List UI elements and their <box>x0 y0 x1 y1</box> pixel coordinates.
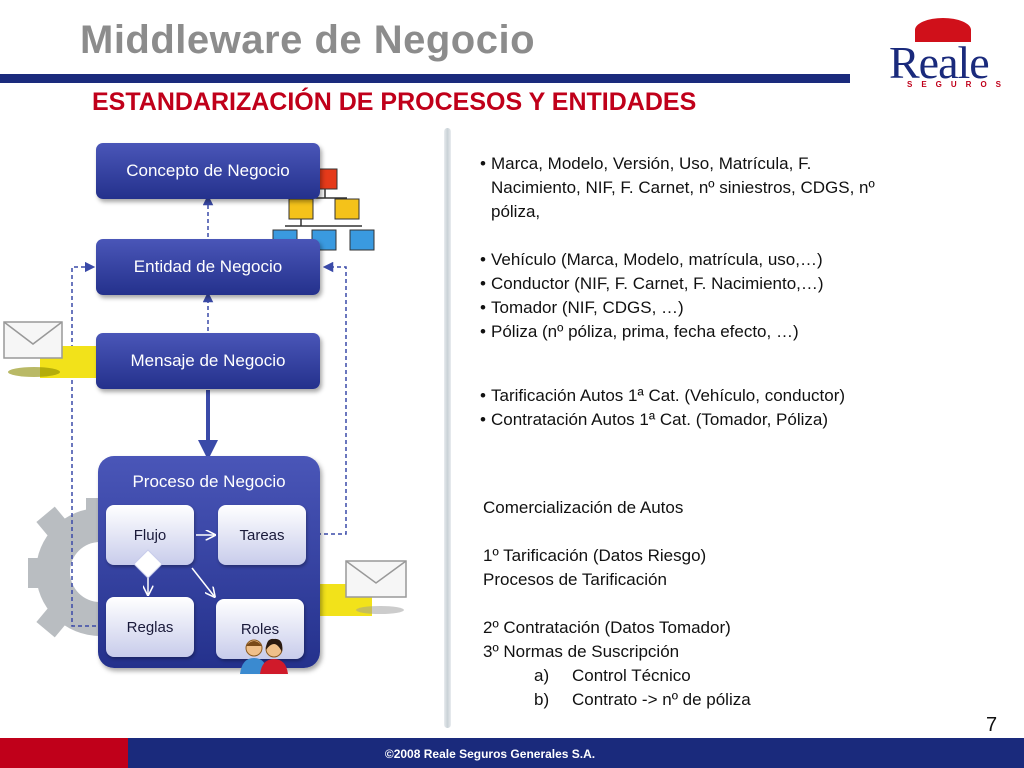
roles-people-icon <box>240 638 288 674</box>
tareas-box: Tareas <box>218 505 306 565</box>
list-item: •Tomador (NIF, CDGS, …) <box>480 298 684 317</box>
page-subtitle: ESTANDARIZACIÓN DE PROCESOS Y ENTIDADES <box>92 88 697 116</box>
sublist-marker: a) <box>534 666 550 685</box>
proceso-step: 2º Contratación (Datos Tomador) <box>483 618 731 637</box>
title-underline-bar <box>0 74 850 83</box>
list-item: •Marca, Modelo, Versión, Uso, Matrícula,… <box>480 154 875 221</box>
proceso-step: 3º Normas de Suscripción <box>483 642 680 661</box>
vertical-divider <box>444 128 451 728</box>
reale-logo: Reale SEGUROS <box>885 18 1003 90</box>
sublist-item: Control Técnico <box>572 666 691 685</box>
process-internal-arrows <box>133 456 320 668</box>
proceso-de-negocio-box: Proceso de Negocio Flujo Tareas Reglas R… <box>98 456 320 668</box>
footer-red-band <box>0 738 128 768</box>
mensaje-de-negocio-box: Mensaje de Negocio <box>96 333 320 389</box>
message-envelope-icon-left <box>3 321 108 378</box>
concepto-de-negocio-box: Concepto de Negocio <box>96 143 320 199</box>
reglas-box: Reglas <box>106 597 194 657</box>
sublist-item: Contrato -> nº de póliza <box>572 690 751 709</box>
list-item: •Vehículo (Marca, Modelo, matrícula, uso… <box>480 250 823 269</box>
sublist-marker: b) <box>534 690 550 709</box>
proceso-step: Procesos de Tarificación <box>483 570 667 589</box>
page-title: Middleware de Negocio <box>80 18 536 62</box>
footer-blue-band <box>128 738 1024 768</box>
proceso-heading: Comercialización de Autos <box>483 498 684 517</box>
page-number: 7 <box>986 714 998 736</box>
proceso-de-negocio-title: Proceso de Negocio <box>132 472 286 491</box>
proceso-step: 1º Tarificación (Datos Riesgo) <box>483 546 707 565</box>
list-item: •Tarificación Autos 1ª Cat. (Vehículo, c… <box>480 386 846 405</box>
entidad-de-negocio-box: Entidad de Negocio <box>96 239 320 295</box>
list-item: •Contratación Autos 1ª Cat. (Tomador, Pó… <box>480 410 829 429</box>
logo-tagline: SEGUROS <box>907 80 1011 89</box>
logo-arc-icon <box>915 18 971 42</box>
logo-wordmark: Reale <box>889 37 990 88</box>
footer-copyright: ©2008 Reale Seguros Generales S.A. <box>384 747 596 761</box>
list-item: •Conductor (NIF, F. Carnet, F. Nacimient… <box>480 274 824 293</box>
list-item: •Póliza (nº póliza, prima, fecha efecto,… <box>480 322 799 341</box>
